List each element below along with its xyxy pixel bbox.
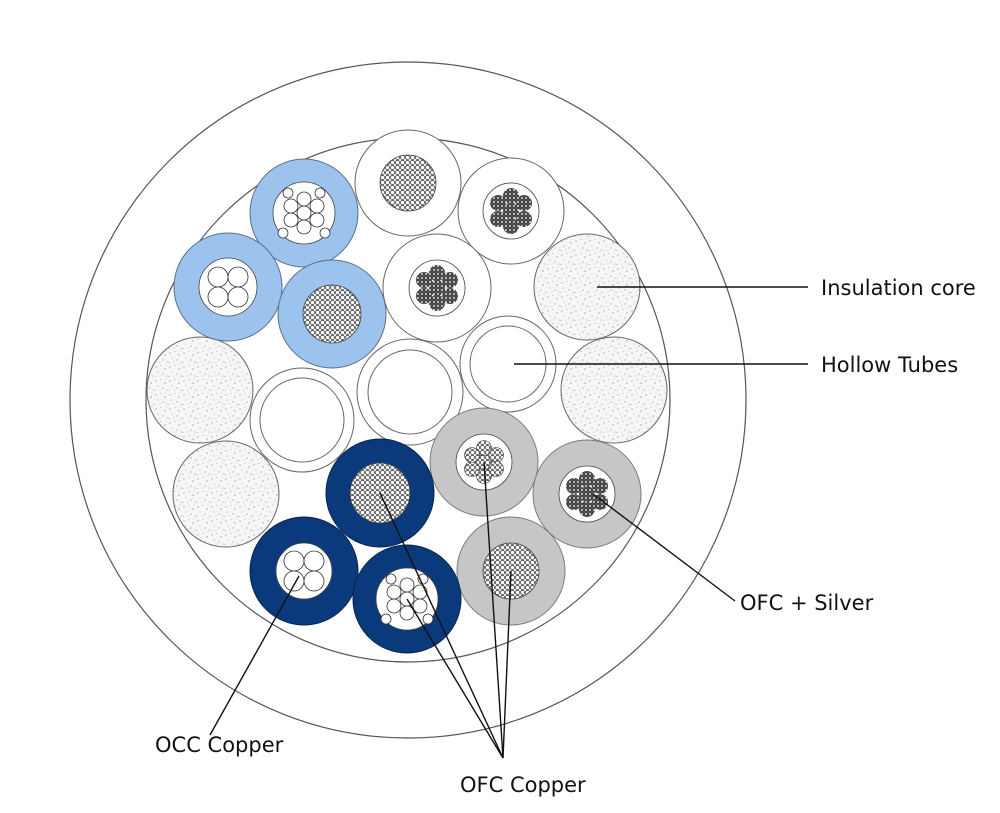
- leader-ofc-silver: [592, 493, 736, 602]
- leader-ofc-copper-c: [483, 461, 504, 759]
- braided-strands: [490, 188, 532, 234]
- hollow-tubes: [249, 315, 557, 473]
- leader-ofc-copper-b: [406, 598, 504, 759]
- leader-occ-copper: [209, 575, 300, 736]
- insulation-core: [146, 336, 254, 444]
- leader-lines: [209, 286, 808, 759]
- label-ofc-silver: OFC + Silver: [740, 591, 874, 615]
- braided-strands: [566, 471, 608, 517]
- white-conductors: [354, 129, 565, 343]
- insulation-core: [560, 336, 668, 444]
- label-ofc-copper: OFC Copper: [460, 773, 586, 797]
- light-blue-conductors: [173, 158, 387, 369]
- label-insulation-core: Insulation core: [821, 276, 976, 300]
- insulation-core: [172, 440, 280, 548]
- leader-ofc-copper-d: [502, 570, 512, 759]
- braided-strands: [464, 440, 504, 484]
- label-occ-copper: OCC Copper: [155, 733, 284, 757]
- braided-strands: [416, 265, 458, 311]
- leader-ofc-copper-a: [379, 492, 504, 759]
- label-hollow-tubes: Hollow Tubes: [821, 353, 958, 377]
